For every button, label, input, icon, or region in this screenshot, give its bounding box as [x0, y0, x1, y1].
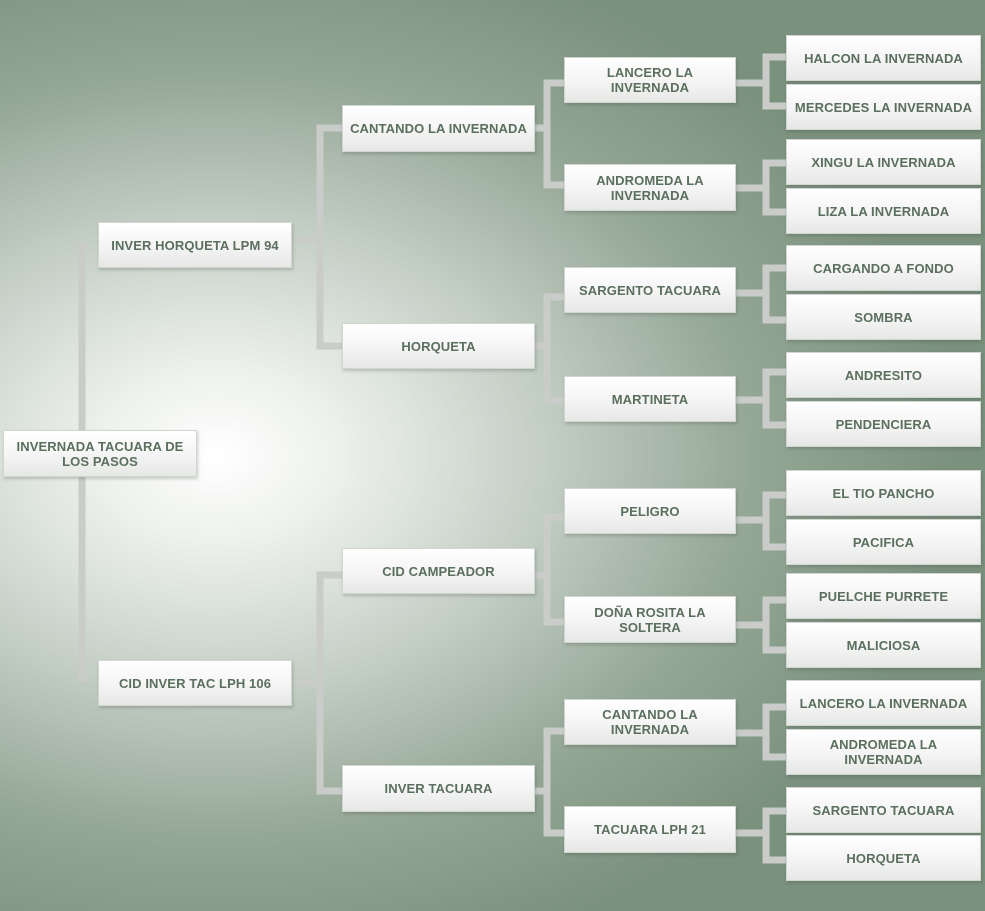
- gen3-ancestor-box[interactable]: INVER TACUARA: [342, 765, 535, 812]
- connector-line: [543, 727, 564, 837]
- connector-line: [316, 124, 342, 350]
- gen4-ancestor-box[interactable]: DOÑA ROSITA LA SOLTERA: [564, 596, 736, 643]
- connector-line: [762, 264, 786, 324]
- gen5-ancestor-box[interactable]: EL TIO PANCHO: [786, 470, 981, 516]
- dam-box[interactable]: CID INVER TAC LPH 106: [98, 660, 292, 706]
- gen3-ancestor-box[interactable]: HORQUETA: [342, 323, 535, 369]
- connector-line: [316, 571, 342, 795]
- connector-line: [762, 807, 786, 864]
- gen5-ancestor-box[interactable]: SARGENTO TACUARA: [786, 787, 981, 833]
- gen5-ancestor-box[interactable]: SOMBRA: [786, 294, 981, 340]
- gen5-ancestor-box[interactable]: CARGANDO A FONDO: [786, 245, 981, 291]
- gen4-ancestor-box[interactable]: CANTANDO LA INVERNADA: [564, 699, 736, 745]
- gen5-ancestor-box[interactable]: PUELCHE PURRETE: [786, 573, 981, 619]
- connector-line: [543, 79, 564, 189]
- connector-line: [762, 703, 786, 761]
- gen4-ancestor-box[interactable]: LANCERO LA INVERNADA: [564, 57, 736, 103]
- gen5-ancestor-box[interactable]: LANCERO LA INVERNADA: [786, 680, 981, 726]
- gen5-ancestor-box[interactable]: MERCEDES LA INVERNADA: [786, 84, 981, 130]
- gen5-ancestor-box[interactable]: PACIFICA: [786, 519, 981, 565]
- gen4-ancestor-box[interactable]: TACUARA LPH 21: [564, 806, 736, 853]
- gen5-ancestor-box[interactable]: MALICIOSA: [786, 622, 981, 668]
- connector-line: [762, 159, 786, 216]
- gen5-ancestor-box[interactable]: XINGU LA INVERNADA: [786, 139, 981, 185]
- gen5-ancestor-box[interactable]: HORQUETA: [786, 835, 981, 881]
- subject-box[interactable]: INVERNADA TACUARA DE LOS PASOS: [3, 430, 197, 477]
- gen5-ancestor-box[interactable]: PENDENCIERA: [786, 401, 981, 447]
- connector-line: [762, 491, 786, 551]
- gen4-ancestor-box[interactable]: PELIGRO: [564, 488, 736, 534]
- gen4-ancestor-box[interactable]: ANDROMEDA LA INVERNADA: [564, 164, 736, 211]
- gen5-ancestor-box[interactable]: ANDRESITO: [786, 352, 981, 398]
- connector-line: [543, 513, 564, 626]
- gen4-ancestor-box[interactable]: MARTINETA: [564, 376, 736, 422]
- gen3-ancestor-box[interactable]: CANTANDO LA INVERNADA: [342, 105, 535, 152]
- connector-line: [543, 293, 564, 405]
- gen5-ancestor-box[interactable]: HALCON LA INVERNADA: [786, 35, 981, 81]
- gen3-ancestor-box[interactable]: CID CAMPEADOR: [342, 548, 535, 594]
- connector-line: [762, 368, 786, 429]
- gen4-ancestor-box[interactable]: SARGENTO TACUARA: [564, 267, 736, 313]
- gen5-ancestor-box[interactable]: LIZA LA INVERNADA: [786, 188, 981, 234]
- gen5-ancestor-box[interactable]: ANDROMEDA LA INVERNADA: [786, 729, 981, 775]
- connector-line: [762, 596, 786, 654]
- connector-line: [762, 53, 786, 110]
- sire-box[interactable]: INVER HORQUETA LPM 94: [98, 222, 292, 268]
